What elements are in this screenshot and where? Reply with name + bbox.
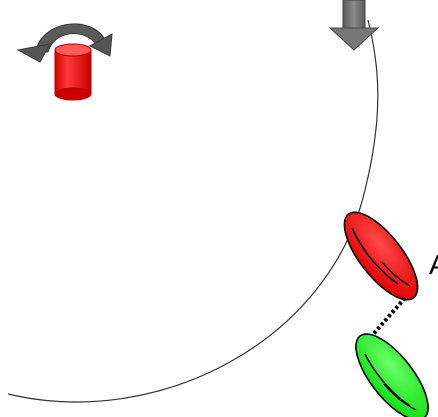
green-disk <box>355 333 429 417</box>
curved-rotation-arrow-icon <box>16 23 113 63</box>
red-cylinder-icon <box>54 43 92 101</box>
partial-label: A <box>429 251 438 279</box>
dotted-connector <box>366 296 407 342</box>
red-disk <box>343 211 419 301</box>
down-arrow-icon <box>328 0 380 51</box>
orbit-circle-arc <box>7 19 379 403</box>
